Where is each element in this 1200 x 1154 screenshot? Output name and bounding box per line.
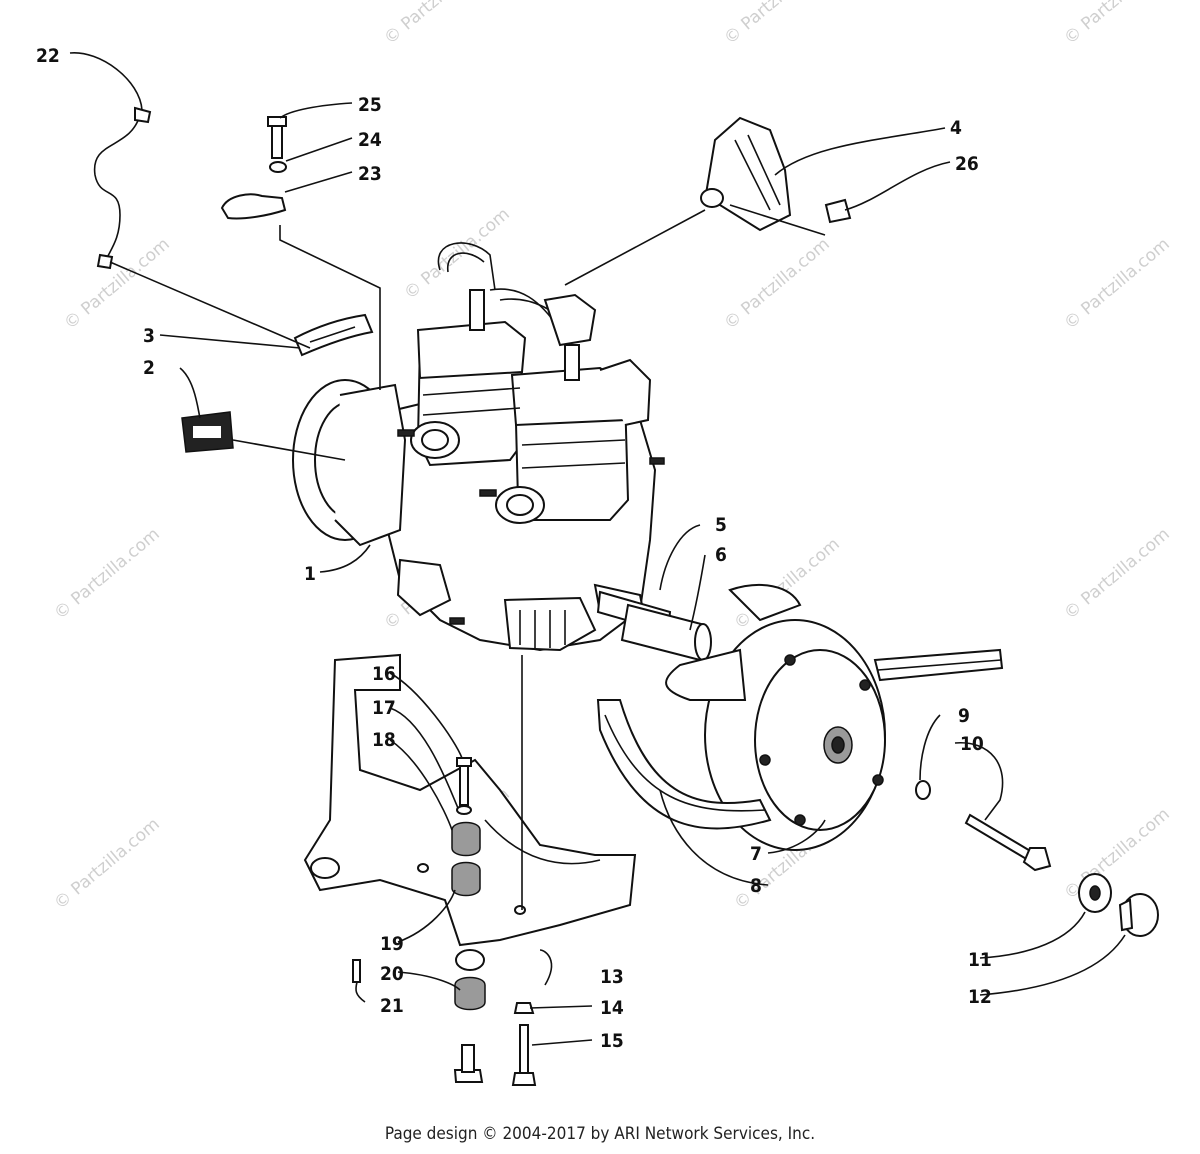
callout-16: 16	[372, 663, 396, 685]
callout-22: 22	[36, 45, 60, 67]
callout-9: 9	[958, 705, 970, 727]
plate-hole-mid	[514, 905, 526, 915]
callout-6: 6	[715, 544, 727, 566]
watermark-text: © Partzilla.com	[720, 0, 833, 49]
nut-part-26	[824, 198, 852, 224]
watermark-text: © Partzilla.com	[1060, 0, 1173, 49]
callout-12: 12	[968, 986, 992, 1008]
plate-hole-left	[310, 857, 340, 879]
watermark-text: © Partzilla.com	[50, 524, 163, 624]
callout-19: 19	[380, 933, 404, 955]
callout-18: 18	[372, 729, 396, 751]
mount-plate-part-13	[303, 653, 637, 947]
callout-25: 25	[358, 94, 382, 116]
bolt-part-10	[964, 813, 1052, 872]
callout-20: 20	[380, 963, 404, 985]
watermark-text: © Partzilla.com	[1060, 234, 1173, 334]
callout-8: 8	[750, 875, 762, 897]
watermark-text: © Partzilla.com	[730, 534, 843, 634]
callout-5: 5	[715, 514, 727, 536]
callout-24: 24	[358, 129, 382, 151]
callout-14: 14	[600, 997, 624, 1019]
callout-15: 15	[600, 1030, 624, 1052]
clutch-part-7	[665, 584, 886, 851]
callout-2: 2	[143, 357, 155, 379]
mount-part-4	[700, 116, 792, 232]
callout-26: 26	[955, 153, 979, 175]
callout-4: 4	[950, 117, 962, 139]
callout-13: 13	[600, 966, 624, 988]
leader-lines	[69, 52, 1126, 1046]
callout-1: 1	[304, 563, 316, 585]
callout-11: 11	[968, 949, 992, 971]
ground-wire-end-top	[134, 106, 152, 124]
bracket-parts-23-25	[220, 116, 287, 220]
callout-23: 23	[358, 163, 382, 185]
ground-wire-end-bottom	[96, 253, 114, 270]
cap-part-12	[1118, 893, 1159, 937]
footer-copyright: Page design © 2004-2017 by ARI Network S…	[384, 1124, 816, 1144]
callout-3: 3	[143, 325, 155, 347]
callout-21: 21	[380, 995, 404, 1017]
callout-10: 10	[960, 733, 984, 755]
watermark-text: © Partzilla.com	[60, 234, 173, 334]
watermark-text: © Partzilla.com	[720, 234, 833, 334]
decal-part-2	[181, 411, 234, 453]
washer-part-9	[915, 780, 931, 800]
shaft-parts-5-6	[596, 590, 712, 662]
drive-belt-part-8	[596, 648, 1004, 830]
callout-17: 17	[372, 697, 396, 719]
ground-wire-part-22	[93, 114, 141, 263]
engine-drawing	[292, 242, 665, 652]
watermark-text: © Partzilla.com	[50, 814, 163, 914]
washer-part-11	[1078, 873, 1112, 913]
watermark-text: © Partzilla.com	[1060, 804, 1173, 904]
hardware-parts-14-21	[352, 757, 537, 1086]
plate-hole-bottom	[455, 949, 485, 971]
watermark-text: © Partzilla.com	[380, 0, 493, 49]
decal-part-3	[293, 313, 374, 357]
callout-7: 7	[750, 843, 762, 865]
callout-labels: 22 25 24 23 4 26 3 2 1 5 6 16 17 18 9 10…	[36, 45, 992, 1052]
watermark-text: © Partzilla.com	[1060, 524, 1173, 624]
